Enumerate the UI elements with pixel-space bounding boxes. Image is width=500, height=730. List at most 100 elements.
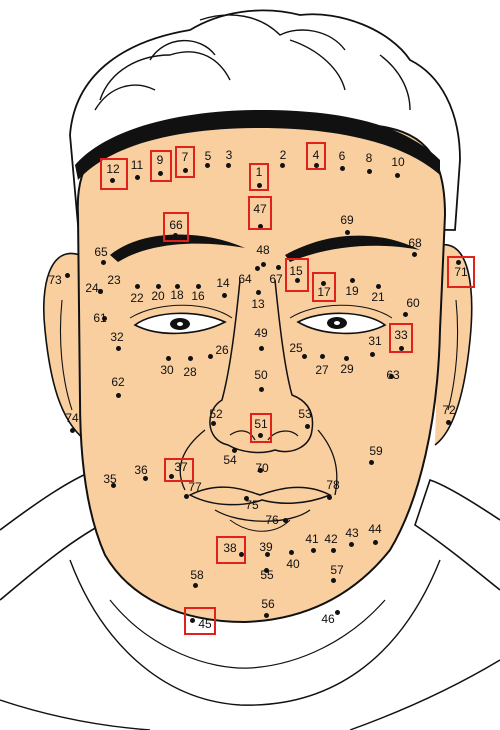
point-dot-10 — [394, 172, 400, 178]
neck-outline — [69, 559, 441, 706]
point-dot-68 — [411, 251, 417, 257]
point-label-32: 32 — [110, 330, 124, 344]
point-dot-51 — [257, 432, 263, 438]
point-dot-25 — [301, 353, 307, 359]
point-label-52: 52 — [209, 407, 223, 421]
point-label-68: 68 — [408, 236, 422, 250]
point-dot-61 — [101, 315, 107, 321]
point-dot-8 — [366, 168, 372, 174]
point-label-65: 65 — [94, 245, 108, 259]
point-dot-30 — [165, 355, 171, 361]
point-label-40: 40 — [286, 557, 300, 571]
point-label-15: 15 — [289, 264, 303, 278]
point-dot-60 — [402, 311, 408, 317]
point-dot-16 — [195, 283, 201, 289]
point-dot-66 — [172, 232, 178, 238]
point-label-47: 47 — [253, 202, 267, 216]
point-dot-3 — [225, 162, 231, 168]
highlight-box-71 — [447, 256, 475, 288]
point-label-54: 54 — [223, 453, 237, 467]
point-label-14: 14 — [216, 276, 230, 290]
highlight-box-7 — [175, 146, 195, 178]
point-dot-59 — [368, 459, 374, 465]
point-dot-43 — [348, 541, 354, 547]
point-dot-37 — [168, 473, 174, 479]
point-label-3: 3 — [225, 148, 233, 162]
point-dot-7 — [182, 167, 188, 173]
point-label-50: 50 — [254, 368, 268, 382]
point-label-63: 63 — [386, 368, 400, 382]
point-label-72: 72 — [442, 403, 456, 417]
point-dot-20 — [155, 283, 161, 289]
point-dot-57 — [330, 577, 336, 583]
point-dot-46 — [334, 609, 340, 615]
point-dot-52 — [210, 420, 216, 426]
point-dot-2 — [279, 162, 285, 168]
point-label-64: 64 — [238, 272, 252, 286]
point-dot-11 — [134, 174, 140, 180]
point-label-17: 17 — [317, 285, 331, 299]
point-dot-22 — [134, 283, 140, 289]
eyebrow-left — [110, 234, 245, 262]
point-label-49: 49 — [254, 326, 268, 340]
point-label-44: 44 — [368, 522, 382, 536]
point-label-69: 69 — [340, 213, 354, 227]
point-dot-17 — [320, 280, 326, 286]
point-label-28: 28 — [183, 365, 197, 379]
point-label-53: 53 — [298, 407, 312, 421]
collar-right — [414, 478, 500, 591]
highlight-box-15 — [285, 258, 309, 292]
ear-right — [434, 244, 473, 446]
point-label-51: 51 — [254, 417, 268, 431]
point-label-39: 39 — [259, 540, 273, 554]
point-label-57: 57 — [330, 563, 344, 577]
point-dot-78 — [326, 494, 332, 500]
point-label-25: 25 — [289, 341, 303, 355]
point-dot-33 — [398, 345, 404, 351]
robe-line-2 — [349, 659, 500, 730]
point-dot-6 — [339, 165, 345, 171]
point-label-24: 24 — [85, 281, 99, 295]
point-label-5: 5 — [204, 149, 212, 163]
point-label-1: 1 — [255, 165, 263, 179]
point-label-38: 38 — [223, 541, 237, 555]
point-dot-65 — [100, 259, 106, 265]
point-label-20: 20 — [151, 289, 165, 303]
point-dot-39 — [264, 551, 270, 557]
point-dot-15 — [294, 277, 300, 283]
point-label-21: 21 — [371, 290, 385, 304]
point-label-67: 67 — [269, 272, 283, 286]
highlight-box-9 — [150, 150, 172, 182]
point-label-78: 78 — [326, 478, 340, 492]
point-dot-19 — [349, 277, 355, 283]
highlight-box-51 — [250, 413, 272, 443]
point-label-13: 13 — [251, 297, 265, 311]
highlight-box-66 — [163, 212, 189, 242]
point-label-62: 62 — [111, 375, 125, 389]
point-dot-18 — [174, 283, 180, 289]
highlight-box-33 — [389, 323, 413, 353]
point-label-18: 18 — [170, 288, 184, 302]
point-label-43: 43 — [345, 526, 359, 540]
point-label-23: 23 — [107, 273, 121, 287]
ear-left — [42, 252, 86, 441]
point-dot-32 — [115, 345, 121, 351]
point-label-36: 36 — [134, 463, 148, 477]
point-dot-50 — [258, 386, 264, 392]
point-label-4: 4 — [312, 148, 320, 162]
highlight-box-1 — [249, 163, 269, 191]
point-dot-64 — [254, 265, 260, 271]
point-label-71: 71 — [454, 265, 468, 279]
hair-band — [75, 110, 440, 180]
point-dot-62 — [115, 392, 121, 398]
point-label-46: 46 — [321, 612, 335, 626]
point-dot-27 — [319, 353, 325, 359]
point-dot-29 — [343, 355, 349, 361]
point-label-75: 75 — [245, 498, 259, 512]
point-dot-73 — [64, 272, 70, 278]
highlight-box-17 — [312, 272, 336, 302]
point-dot-38 — [238, 551, 244, 557]
point-dot-67 — [275, 264, 281, 270]
point-dot-41 — [310, 547, 316, 553]
